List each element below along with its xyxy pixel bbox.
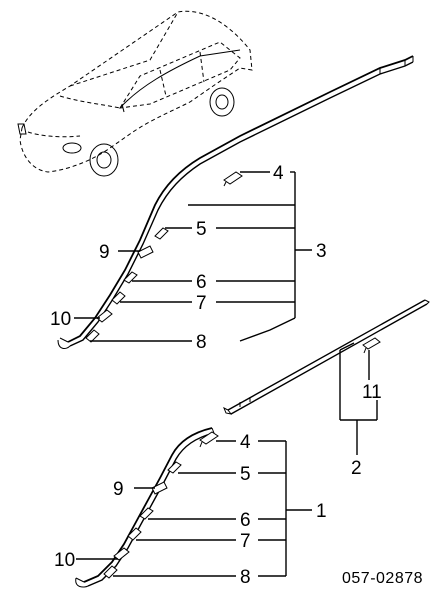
label-1: 1 bbox=[316, 501, 327, 522]
lower-clip-7 bbox=[127, 527, 142, 541]
upper-clip-9 bbox=[137, 245, 154, 259]
lower-clip-5 bbox=[167, 461, 182, 474]
lower-leaders bbox=[76, 440, 312, 577]
upper-clip-8 bbox=[85, 329, 100, 343]
upper-clip-4 bbox=[223, 171, 243, 187]
car-illustration bbox=[17, 10, 253, 177]
label-5-upper: 5 bbox=[196, 219, 207, 240]
label-9-upper: 9 bbox=[99, 242, 110, 263]
label-6-lower: 6 bbox=[240, 510, 251, 531]
label-7-upper: 7 bbox=[196, 293, 207, 314]
label-9-lower: 9 bbox=[113, 479, 124, 500]
upper-clip-5 bbox=[154, 227, 169, 240]
diagram-code: 057-02878 bbox=[342, 570, 423, 587]
label-8-upper: 8 bbox=[196, 332, 207, 353]
upper-clip-10 bbox=[96, 309, 113, 323]
label-3: 3 bbox=[316, 241, 327, 262]
side-leaders bbox=[339, 342, 378, 455]
label-5-lower: 5 bbox=[240, 464, 251, 485]
upper-clip-7 bbox=[111, 291, 126, 305]
label-10-upper: 10 bbox=[50, 309, 71, 330]
lower-clip-10 bbox=[113, 547, 130, 561]
label-2: 2 bbox=[351, 458, 362, 479]
label-8-lower: 8 bbox=[240, 567, 251, 588]
upper-roof-molding bbox=[57, 55, 414, 349]
upper-leaders bbox=[74, 171, 312, 342]
side-molding bbox=[223, 299, 430, 415]
label-10-lower: 10 bbox=[54, 550, 75, 571]
label-4-lower: 4 bbox=[240, 432, 251, 453]
label-11: 11 bbox=[362, 382, 382, 403]
upper-clip-6 bbox=[123, 271, 138, 284]
lower-clip-6 bbox=[139, 507, 154, 520]
label-4-upper: 4 bbox=[273, 163, 284, 184]
lower-clip-8 bbox=[103, 565, 118, 579]
lower-molding bbox=[75, 427, 215, 588]
label-6-upper: 6 bbox=[196, 272, 207, 293]
lower-clip-9 bbox=[151, 481, 168, 495]
side-clip-11 bbox=[362, 337, 381, 354]
label-7-lower: 7 bbox=[240, 531, 251, 552]
lower-clip-4 bbox=[199, 431, 219, 448]
